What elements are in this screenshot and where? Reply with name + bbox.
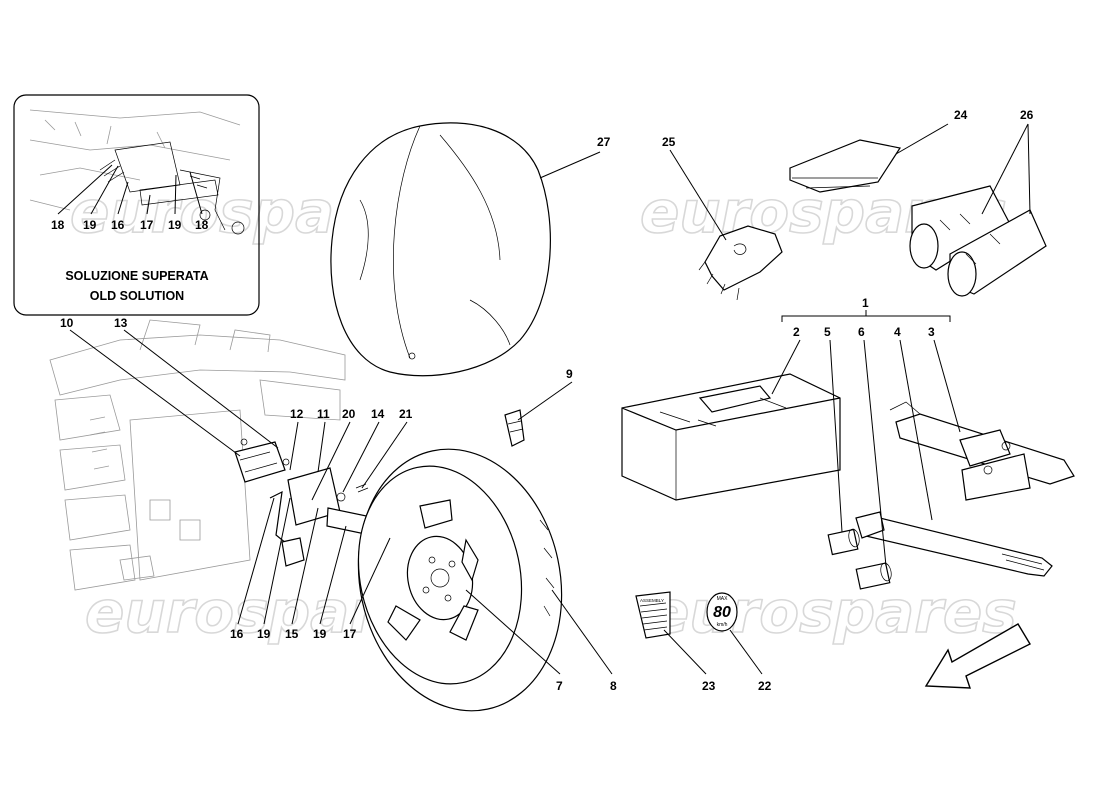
callout-26: 26	[1020, 108, 1034, 122]
inset-callout-17: 17	[140, 218, 154, 232]
inset-callout-18-left: 18	[51, 218, 65, 232]
callout-25: 25	[662, 135, 676, 149]
callout-16: 16	[230, 627, 244, 641]
callout-5: 5	[824, 325, 831, 339]
callout-7: 7	[556, 679, 563, 693]
inset-caption-italian: SOLUZIONE SUPERATA	[65, 269, 208, 283]
callout-13: 13	[114, 316, 128, 330]
callout-6: 6	[858, 325, 865, 339]
callout-21: 21	[399, 407, 413, 421]
chassis-drawing	[49, 319, 396, 591]
socket-5	[827, 528, 860, 556]
callout-17: 17	[343, 627, 357, 641]
inset-callout-16: 16	[111, 218, 125, 232]
callout-3: 3	[928, 325, 935, 339]
inset-callout-19-left: 19	[83, 218, 97, 232]
watermark-bottom-right: eurospares	[650, 578, 1017, 646]
callout-10: 10	[60, 316, 74, 330]
label-card-23: ASSEMBLY	[635, 591, 671, 639]
cloth-24	[789, 139, 901, 193]
inset-callout-19-right: 19	[168, 218, 182, 232]
callout-14: 14	[371, 407, 385, 421]
label-card-text: ASSEMBLY	[640, 598, 664, 603]
callout-9: 9	[566, 367, 573, 381]
socket-6	[855, 562, 892, 590]
jack-3	[889, 401, 1075, 501]
callout-labels: 27 24 25 26 1 2 5 6 4 3 9 10 13 12 11 20…	[60, 108, 1034, 693]
callout-20: 20	[342, 407, 356, 421]
speed-badge-22: MAX 80 km/h	[706, 592, 738, 632]
inset-caption-english: OLD SOLUTION	[90, 289, 184, 303]
callout-1: 1	[862, 296, 869, 310]
callout-15: 15	[285, 627, 299, 641]
callout-24: 24	[954, 108, 968, 122]
callout-leaders	[69, 123, 1031, 675]
callout-2: 2	[793, 325, 800, 339]
callout-22: 22	[758, 679, 772, 693]
inset-frame	[13, 94, 260, 316]
inset-chassis-drawing	[29, 109, 245, 235]
callout-19-a: 19	[257, 627, 271, 641]
inset-old-solution: 18 19 16 17 19 18 SOLUZIONE SUPERATA OLD…	[13, 94, 260, 316]
callout-11: 11	[317, 407, 330, 421]
callout-23: 23	[702, 679, 716, 693]
wheel-wrench-4	[855, 511, 1053, 577]
callout-12: 12	[290, 407, 304, 421]
spare-wheel	[357, 448, 563, 712]
speed-badge-top: MAX	[717, 596, 729, 602]
speed-badge-value: 80	[713, 604, 731, 621]
group-1-bracket	[781, 310, 951, 322]
gloves-25	[698, 225, 783, 301]
speed-badge-unit: km/h	[717, 622, 728, 628]
callout-19-b: 19	[313, 627, 327, 641]
tool-bag-2	[621, 373, 841, 501]
inset-callout-leaders	[57, 164, 203, 215]
bolt-9	[504, 409, 525, 447]
callout-8: 8	[610, 679, 617, 693]
inset-callout-18-right: 18	[195, 218, 209, 232]
direction-arrow-icon	[924, 623, 1031, 689]
covers-26	[909, 185, 1047, 297]
wheel-cover-bag	[330, 122, 551, 377]
callout-27: 27	[597, 135, 611, 149]
callout-4: 4	[894, 325, 901, 339]
